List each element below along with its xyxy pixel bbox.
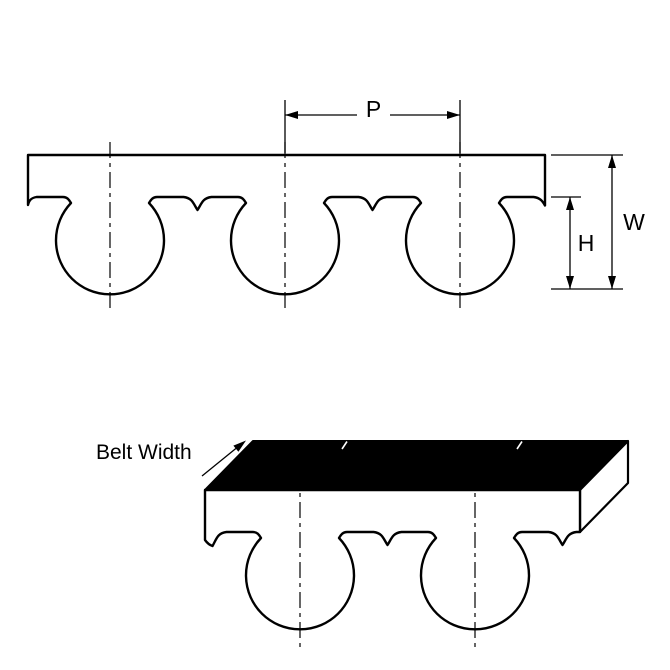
pitch-dimension: P [284,96,461,153]
arrowhead-up [566,197,574,210]
top-face-tick [516,441,523,450]
arrowhead-right [447,111,460,119]
belt-width-annotation: Belt Width [96,440,246,477]
belt-profile-view: P W H [26,96,645,313]
belt-profile-outline [26,153,547,296]
belt-front-profile [203,488,582,631]
height-label: H [578,230,595,256]
arrowhead-up [608,155,616,168]
arrowhead-down [608,276,616,289]
belt-width-arrow-line [201,442,243,477]
width-dimension: W [551,154,645,290]
belt-width-arrowhead [233,440,246,452]
belt-perspective-view: Belt Width [96,439,630,649]
pitch-label: P [366,96,381,122]
belt-top-face [204,440,629,491]
height-dimension: H [551,196,595,289]
arrowhead-left [285,111,298,119]
arrowhead-down [566,276,574,289]
width-label: W [623,209,645,235]
belt-width-label: Belt Width [96,441,192,464]
top-face-tick [341,441,348,450]
